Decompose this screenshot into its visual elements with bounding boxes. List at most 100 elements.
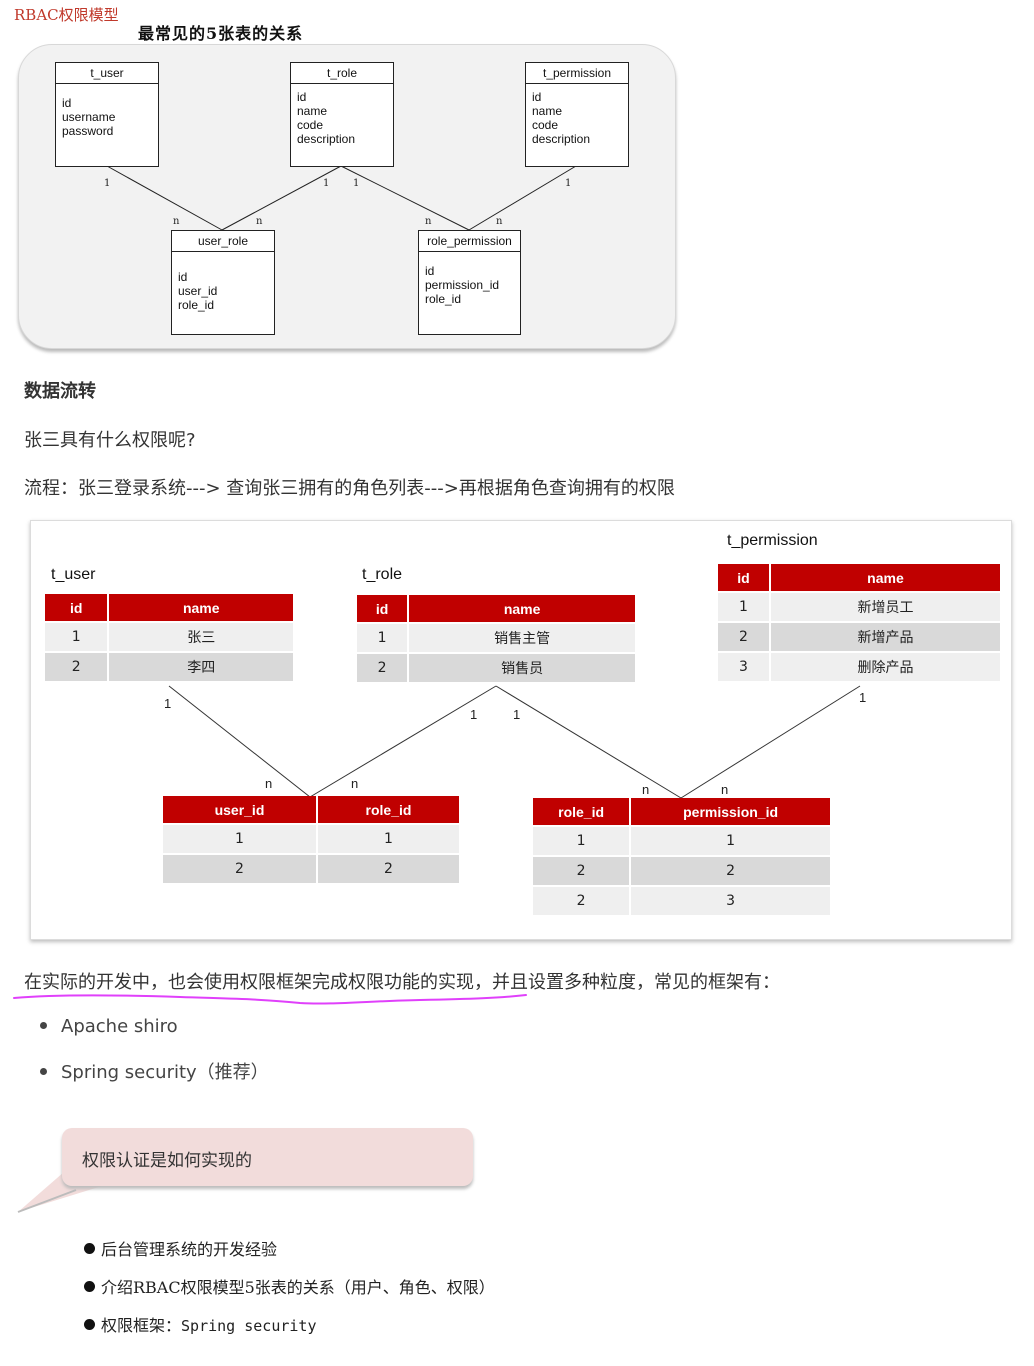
cardinality-label: n [721, 782, 729, 797]
framework-item: Spring security（推荐） [40, 1058, 269, 1084]
er-table-name: t_user [56, 63, 158, 84]
table-title-t-permission: t_permission [727, 532, 818, 549]
table-cell: 1 [357, 624, 408, 652]
er-relation-lines [106, 165, 577, 231]
summary-item-label: 介绍RBAC权限模型5张表的关系（用户、角色、权限） [101, 1278, 495, 1297]
er-table-name: role_permission [419, 231, 520, 252]
table-title-t-user: t_user [51, 566, 96, 583]
er-table-name: t_permission [526, 63, 628, 84]
table-cell: 2 [317, 855, 459, 883]
bullet-icon [84, 1281, 95, 1292]
table-cell: 1 [533, 827, 630, 855]
er-field: user_id [178, 284, 218, 298]
er-table-t-user: t_user id username password [55, 62, 159, 167]
table-cell: 张三 [109, 623, 293, 651]
er-table-name: t_role [291, 63, 393, 84]
summary-item-code: Spring security [181, 1317, 317, 1335]
table-cell: 1 [718, 593, 769, 621]
cardinality-label: 1 [323, 178, 330, 189]
table-cell: 2 [357, 654, 408, 682]
bullet-icon [84, 1243, 95, 1254]
table-cell: 2 [533, 887, 630, 915]
er-field: description [297, 132, 356, 146]
bullet-icon [84, 1319, 95, 1330]
table-cell: 删除产品 [770, 653, 1000, 681]
column-header: id [718, 564, 769, 591]
table-cell: 销售主管 [409, 624, 635, 652]
table-cell: 销售员 [409, 654, 635, 682]
flow-relation-lines [168, 685, 861, 799]
table-cell: 2 [533, 857, 630, 885]
table-cell: 李四 [109, 653, 293, 681]
highlight-stroke [13, 994, 527, 1005]
cardinality-label: 1 [513, 707, 521, 722]
cardinality-label: n [642, 782, 650, 797]
table-cell: 新增员工 [770, 593, 1000, 621]
flow-text: 流程：张三登录系统---> 查询张三拥有的角色列表--->再根据角色查询拥有的权… [24, 478, 675, 499]
cardinality-label: n [256, 216, 263, 227]
bullet-icon [40, 1067, 47, 1075]
cardinality-label: 1 [565, 178, 572, 189]
table-cell: 2 [631, 857, 830, 885]
question-text: 张三具有什么权限呢? [24, 430, 196, 451]
line-user-userrole [106, 165, 223, 231]
line-role-rolepermission [340, 165, 470, 231]
summary-item: 后台管理系统的开发经验 [84, 1236, 277, 1260]
er-table-t-permission: t_permission id name code description [525, 62, 629, 167]
cardinality-label: n [351, 776, 359, 791]
pen-highlight-underline [13, 994, 527, 1005]
line-trole-userrole [309, 685, 497, 798]
table-title-t-role: t_role [362, 566, 403, 583]
column-header: id [357, 595, 408, 622]
callout-text: 权限认证是如何实现的 [82, 1151, 252, 1171]
column-header: name [409, 595, 635, 622]
cardinality-label: 1 [104, 178, 111, 189]
er-figure-title: 最常见的5张表的关系 [138, 24, 304, 43]
er-field: id [425, 264, 435, 278]
er-field: name [532, 104, 563, 118]
line-tuser-userrole [168, 685, 311, 798]
table-cell: 1 [163, 825, 316, 853]
er-table-role-permission: role_permission id permission_id role_id [418, 230, 521, 335]
table-cell: 2 [718, 623, 769, 651]
table-cell: 2 [45, 653, 108, 681]
er-field: id [62, 96, 72, 110]
line-trole-rolepermission [495, 685, 682, 799]
summary-item-label: 权限框架： [101, 1316, 182, 1335]
table-cell: 1 [317, 825, 459, 853]
column-header: permission_id [631, 798, 830, 825]
column-header: role_id [533, 798, 630, 825]
cardinality-label: 1 [164, 696, 172, 711]
er-field: id [532, 90, 542, 104]
er-field: name [297, 104, 328, 118]
framework-item-label: Spring security（推荐） [61, 1062, 269, 1083]
er-field: description [532, 132, 591, 146]
er-field: id [178, 270, 188, 284]
er-table-t-role: t_role id name code description [290, 62, 394, 167]
line-role-userrole [221, 165, 342, 231]
er-field: role_id [425, 292, 462, 306]
er-field: username [62, 110, 116, 124]
column-header: name [770, 564, 1000, 591]
er-field: password [62, 124, 114, 138]
column-header: role_id [317, 796, 459, 823]
table-cell: 3 [631, 887, 830, 915]
summary-item: 介绍RBAC权限模型5张表的关系（用户、角色、权限） [84, 1274, 495, 1298]
table-cell: 新增产品 [770, 623, 1000, 651]
er-field: code [532, 118, 559, 132]
cardinality-label: n [425, 216, 432, 227]
